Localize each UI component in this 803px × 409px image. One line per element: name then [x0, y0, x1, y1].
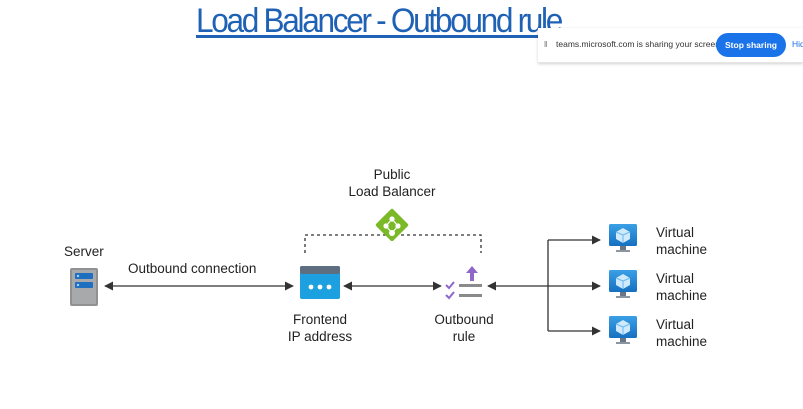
- lb-dashed-bracket: [304, 234, 482, 253]
- vm-label-1: Virtual machine: [656, 224, 707, 258]
- vm-icon-1: [609, 224, 637, 252]
- vm-label-2: Virtual machine: [656, 270, 707, 304]
- vm-label-3-line1: Virtual: [656, 317, 695, 332]
- stop-sharing-button[interactable]: Stop sharing: [716, 33, 786, 57]
- load-balancer-label-line2: Load Balancer: [348, 184, 436, 199]
- vm-icon-2: [609, 270, 637, 298]
- vm-label-2-line2: machine: [656, 288, 708, 303]
- drag-handle-icon[interactable]: ‖: [544, 40, 548, 49]
- frontend-label-line2: IP address: [287, 329, 353, 344]
- vm-label-2-line1: Virtual: [656, 271, 695, 286]
- frontend-ip-icon: [300, 266, 340, 299]
- screen-share-bar: ‖ teams.microsoft.com is sharing your sc…: [538, 28, 803, 63]
- server-label: Server: [64, 244, 104, 259]
- outbound-rule-label-line1: Outbound: [434, 312, 494, 327]
- vm-label-3: Virtual machine: [656, 316, 707, 350]
- vm-icon-3: [609, 316, 637, 344]
- load-balancer-icon: [375, 208, 409, 242]
- server-icon: [70, 268, 98, 306]
- load-balancer-label: Public Load Balancer: [332, 166, 452, 200]
- load-balancer-label-line1: Public: [373, 167, 411, 182]
- outbound-connection-label: Outbound connection: [128, 261, 257, 276]
- frontend-label: Frontend IP address: [260, 311, 380, 345]
- vm-label-1-line1: Virtual: [656, 225, 695, 240]
- frontend-label-line1: Frontend: [292, 312, 348, 327]
- vm-label-1-line2: machine: [656, 242, 708, 257]
- slide-title: Load Balancer - Outbound rule: [196, 2, 563, 40]
- vm-label-3-line2: machine: [656, 334, 708, 349]
- share-message: teams.microsoft.com is sharing your scre…: [556, 39, 723, 49]
- outbound-rule-label-line2: rule: [452, 329, 476, 344]
- outbound-rule-icon: [445, 266, 482, 300]
- hide-link[interactable]: Hid: [792, 39, 803, 49]
- outbound-rule-label: Outbound rule: [404, 311, 524, 345]
